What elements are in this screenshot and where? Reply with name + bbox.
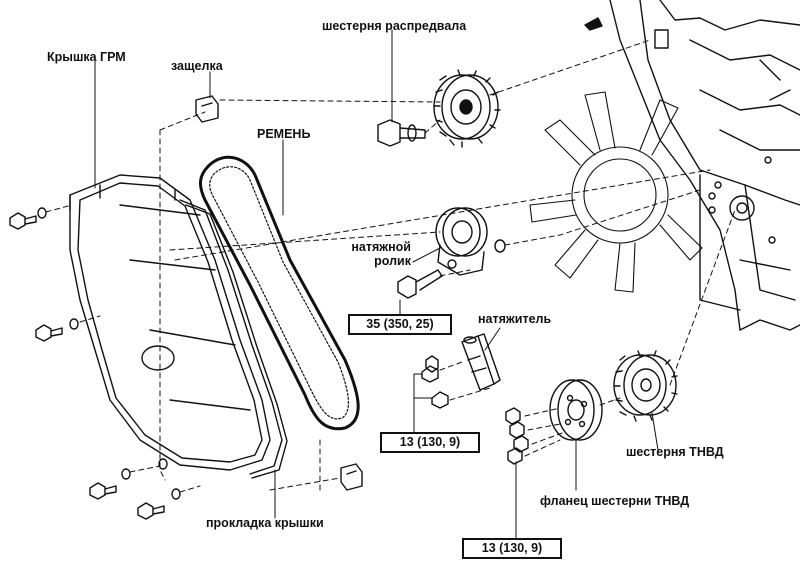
alignment-lines	[45, 39, 736, 493]
camshaft-gear	[433, 69, 501, 148]
latch-bottom	[340, 463, 363, 491]
idler-washer	[494, 239, 506, 253]
fan	[529, 91, 703, 293]
camshaft-bolt	[377, 119, 426, 147]
engine-block	[584, 0, 800, 331]
latch-top	[195, 95, 219, 123]
idler-pulley	[435, 207, 488, 276]
label-timing-cover: Крышка ГРМ	[47, 50, 126, 64]
torque-box-idler: 35 (350, 25)	[348, 314, 452, 335]
tensioner	[461, 333, 501, 391]
label-cover-gasket: прокладка крышки	[206, 516, 324, 530]
label-tensioner: натяжитель	[478, 312, 552, 326]
cover-gasket	[179, 199, 288, 479]
timing-belt	[199, 155, 360, 431]
timing-cover	[69, 174, 271, 471]
label-camshaft-gear: шестерня распредвала	[322, 19, 467, 33]
label-latch: защелка	[171, 59, 223, 73]
label-pump-gear: шестерня ТНВД	[626, 445, 724, 459]
leader-lines	[94, 29, 659, 539]
pump-flange	[549, 379, 603, 441]
label-idler-pulley: натяжной ролик	[351, 240, 411, 268]
label-belt: РЕМЕНЬ	[257, 127, 311, 141]
pump-gear	[613, 350, 678, 422]
tensioner-bolts	[421, 355, 449, 409]
torque-box-flange: 13 (130, 9)	[462, 538, 562, 559]
cover-bolts	[9, 207, 181, 520]
idler-bolt	[397, 269, 443, 299]
torque-box-tensioner: 13 (130, 9)	[380, 432, 480, 453]
flange-bolts	[505, 407, 529, 465]
label-pump-flange: фланец шестерни ТНВД	[540, 494, 690, 508]
